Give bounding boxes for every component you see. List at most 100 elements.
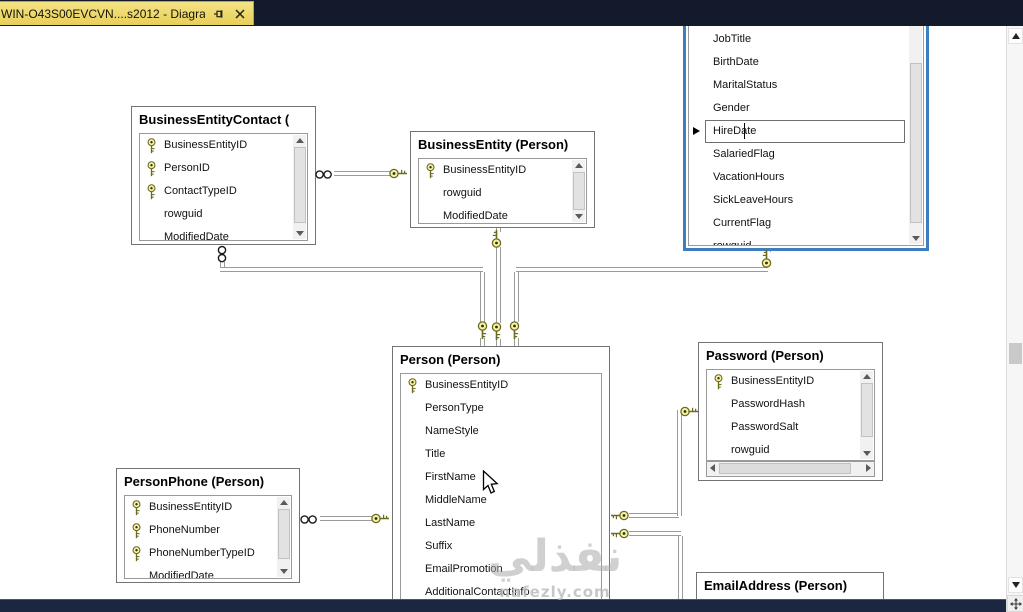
table-scrollbar[interactable] [860, 371, 873, 459]
relationship-connector [220, 267, 483, 272]
field-row[interactable]: ModifiedDate [419, 205, 572, 223]
field-row[interactable]: SickLeaveHours [689, 189, 908, 212]
field-name: HireDate [713, 125, 757, 137]
field-row[interactable]: ModifiedDate [125, 565, 277, 578]
field-row[interactable]: Title [401, 443, 601, 466]
field-row[interactable]: ModifiedDate [140, 226, 293, 240]
field-icon-spacer [407, 493, 418, 509]
field-row[interactable]: HireDate [689, 120, 908, 143]
document-tab[interactable]: WIN-O43S00EVCVN....s2012 - Diagram_0* [0, 1, 254, 25]
field-row[interactable]: PersonID [140, 157, 293, 180]
field-row[interactable]: BusinessEntityID [125, 496, 277, 519]
table-scrollbar[interactable] [293, 135, 306, 239]
field-icon-spacer [425, 186, 436, 202]
pan-button[interactable] [1007, 595, 1023, 612]
field-icon-spacer [695, 193, 706, 209]
diagram-vertical-scrollbar[interactable] [1006, 26, 1023, 612]
field-row[interactable]: PasswordSalt [707, 416, 860, 439]
table-scrollbar[interactable] [277, 497, 290, 577]
field-row[interactable]: PhoneNumber [125, 519, 277, 542]
relationship-connector [480, 272, 485, 322]
scroll-up-button[interactable] [1008, 28, 1023, 44]
field-row[interactable]: BirthDate [689, 51, 908, 74]
field-row[interactable]: VacationHours [689, 166, 908, 189]
horizontal-scroll-area[interactable] [0, 599, 1006, 612]
close-icon[interactable] [233, 7, 247, 21]
scrollbar-thumb[interactable] [1009, 343, 1022, 364]
field-name: PhoneNumber [149, 524, 220, 536]
infinity-many-icon [314, 164, 334, 184]
scroll-down-icon[interactable] [293, 228, 306, 239]
field-row[interactable]: PhoneNumberTypeID [125, 542, 277, 565]
field-icon-spacer [146, 230, 157, 240]
scroll-left-icon[interactable] [707, 462, 718, 474]
field-row[interactable]: rowguid [419, 182, 572, 205]
field-icon-spacer [695, 147, 706, 163]
field-row[interactable]: PasswordHash [707, 393, 860, 416]
table-businessentitycontact[interactable]: BusinessEntityContact ( BusinessEntityID… [131, 106, 316, 245]
scroll-down-button[interactable] [1008, 577, 1023, 593]
field-row[interactable]: AdditionalContactInfo [401, 581, 601, 604]
field-row[interactable]: BusinessEntityID [707, 370, 860, 393]
field-row[interactable]: JobTitle [689, 28, 908, 51]
field-name: JobTitle [713, 33, 752, 45]
field-name: PasswordSalt [731, 421, 799, 433]
field-name: PasswordHash [731, 398, 805, 410]
scroll-right-icon[interactable] [863, 462, 874, 474]
scroll-down-icon[interactable] [277, 566, 290, 577]
field-row[interactable]: BusinessEntityID [140, 134, 293, 157]
table-scrollbar[interactable] [909, 26, 922, 244]
field-row[interactable]: EmailPromotion [401, 558, 601, 581]
scroll-up-icon[interactable] [572, 160, 585, 171]
field-row[interactable]: BusinessEntityID [401, 374, 601, 397]
field-row[interactable]: PersonType [401, 397, 601, 420]
table-personphone[interactable]: PersonPhone (Person) BusinessEntityID Ph… [116, 468, 300, 583]
field-row[interactable]: rowguid [707, 439, 860, 460]
primary-key-icon [713, 374, 724, 390]
pin-icon[interactable] [212, 7, 226, 21]
field-row[interactable]: BusinessEntityID [419, 159, 572, 182]
field-row[interactable]: ContactTypeID [140, 180, 293, 203]
field-edit-box[interactable] [705, 120, 905, 143]
scroll-up-icon[interactable] [860, 371, 873, 382]
field-row[interactable]: FirstName [401, 466, 601, 489]
scroll-down-icon[interactable] [860, 448, 873, 459]
field-row[interactable]: LastName [401, 512, 601, 535]
scroll-up-icon[interactable] [277, 497, 290, 508]
key-one-icon [679, 401, 699, 421]
field-name: SickLeaveHours [713, 194, 794, 206]
table-horizontal-scrollbar[interactable] [706, 461, 875, 477]
scrollbar-thumb[interactable] [278, 509, 290, 559]
field-row[interactable]: rowguid [140, 203, 293, 226]
field-icon-spacer [407, 516, 418, 532]
field-row[interactable]: rowguid [689, 235, 908, 245]
scrollbar-thumb[interactable] [910, 63, 922, 223]
scrollbar-thumb[interactable] [573, 172, 585, 210]
field-row[interactable]: Suffix [401, 535, 601, 558]
scrollbar-thumb[interactable] [294, 147, 306, 223]
field-row[interactable]: Gender [689, 97, 908, 120]
field-name: rowguid [713, 240, 752, 245]
field-name: MaritalStatus [713, 79, 778, 91]
field-row[interactable]: CurrentFlag [689, 212, 908, 235]
scrollbar-thumb[interactable] [719, 463, 851, 474]
field-row[interactable]: SalariedFlag [689, 143, 908, 166]
table-scrollbar[interactable] [572, 160, 585, 222]
scroll-down-icon[interactable] [572, 211, 585, 222]
relationship-connector [496, 247, 501, 323]
field-name: BusinessEntityID [443, 164, 527, 176]
field-row[interactable]: MaritalStatus [689, 74, 908, 97]
diagram-canvas[interactable]: BusinessEntityContact ( BusinessEntityID… [0, 26, 1023, 612]
field-row[interactable]: NameStyle [401, 420, 601, 443]
scrollbar-thumb[interactable] [861, 383, 873, 437]
scroll-up-icon[interactable] [293, 135, 306, 146]
scroll-down-icon[interactable] [909, 233, 922, 244]
field-row[interactable]: MiddleName [401, 489, 601, 512]
table-businessentity[interactable]: BusinessEntity (Person) BusinessEntityID… [410, 131, 595, 228]
key-one-icon [388, 163, 408, 183]
